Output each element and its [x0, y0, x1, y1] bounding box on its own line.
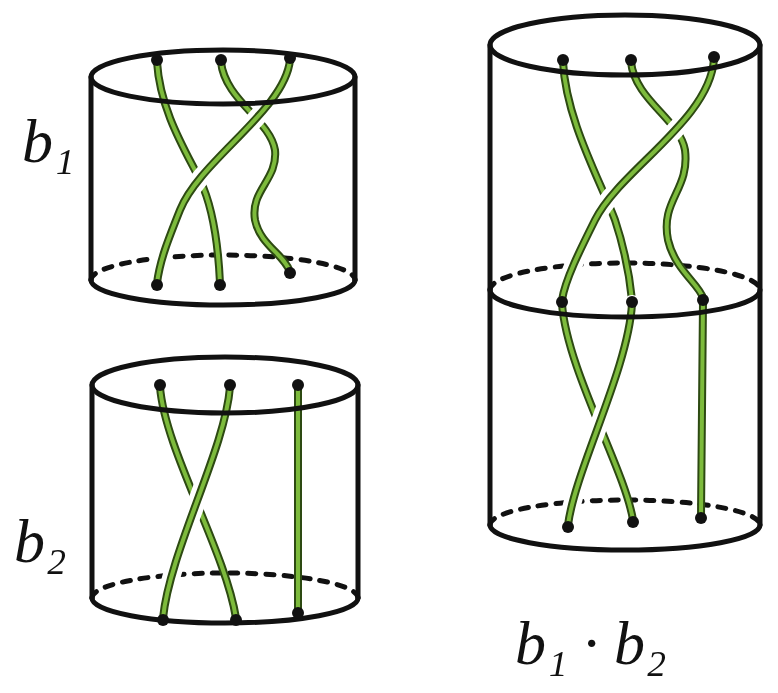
braid-strands: [157, 59, 714, 618]
endpoint-dot: [151, 279, 163, 291]
strand-outline: [157, 60, 290, 283]
strand-endpoints: [151, 51, 720, 626]
strand-gap: [562, 59, 714, 300]
endpoint-dot: [562, 521, 574, 533]
endpoint-dot: [292, 379, 304, 391]
cylinder-outlines: [91, 15, 760, 623]
strand-outline: [160, 387, 236, 618]
endpoint-dot: [230, 614, 242, 626]
strand: [296, 387, 300, 612]
endpoint-dot: [151, 54, 163, 66]
dashed-edge: [490, 500, 760, 525]
endpoint-dot: [627, 516, 639, 528]
strand-gap: [568, 304, 632, 525]
endpoint-dot: [284, 52, 296, 64]
strand-over: [163, 387, 230, 618]
cylinder-bottom: [92, 598, 358, 623]
braid-label: b₂: [14, 510, 67, 572]
endpoint-dot: [556, 296, 568, 308]
strand: [568, 304, 632, 525]
cylinder-top: [91, 50, 355, 104]
strand-outline: [562, 59, 714, 300]
strand-outline: [568, 304, 632, 525]
endpoint-dot: [284, 267, 296, 279]
strand-over: [562, 59, 714, 300]
braid-label: b₁ · b₂: [515, 612, 667, 674]
endpoint-dot: [214, 279, 226, 291]
endpoint-dot: [708, 51, 720, 63]
strand: [157, 60, 290, 283]
strand-under: [160, 387, 298, 618]
braid-label: b₁: [22, 110, 75, 172]
endpoint-dot: [215, 54, 227, 66]
endpoint-dot: [157, 614, 169, 626]
cylinder-bottom: [490, 525, 760, 550]
strand-outline: [701, 302, 703, 516]
cylinder-side: [91, 77, 355, 280]
strand: [163, 387, 230, 618]
strand-outline: [163, 387, 230, 618]
endpoint-dot: [697, 294, 709, 306]
strand: [562, 59, 714, 300]
strand: [701, 302, 703, 516]
strand-gap: [157, 60, 290, 283]
strand-over: [157, 60, 290, 283]
cylinder-top: [490, 15, 760, 75]
strand-gap: [163, 387, 230, 618]
strand: [160, 387, 236, 618]
endpoint-dot: [626, 296, 638, 308]
endpoint-dot: [695, 512, 707, 524]
cylinder-back-edges: [91, 255, 760, 598]
cylinder-top: [92, 357, 358, 413]
cylinder-side: [490, 45, 760, 525]
cylinder-bottom: [91, 280, 355, 305]
cylinder-middle: [490, 290, 760, 317]
strand-over: [568, 304, 632, 525]
endpoint-dot: [625, 54, 637, 66]
cylinder-side: [92, 385, 358, 598]
strand-outline: [294, 387, 302, 612]
endpoint-dot: [154, 379, 166, 391]
endpoint-dot: [292, 607, 304, 619]
endpoint-dot: [224, 379, 236, 391]
endpoint-dot: [557, 54, 569, 66]
